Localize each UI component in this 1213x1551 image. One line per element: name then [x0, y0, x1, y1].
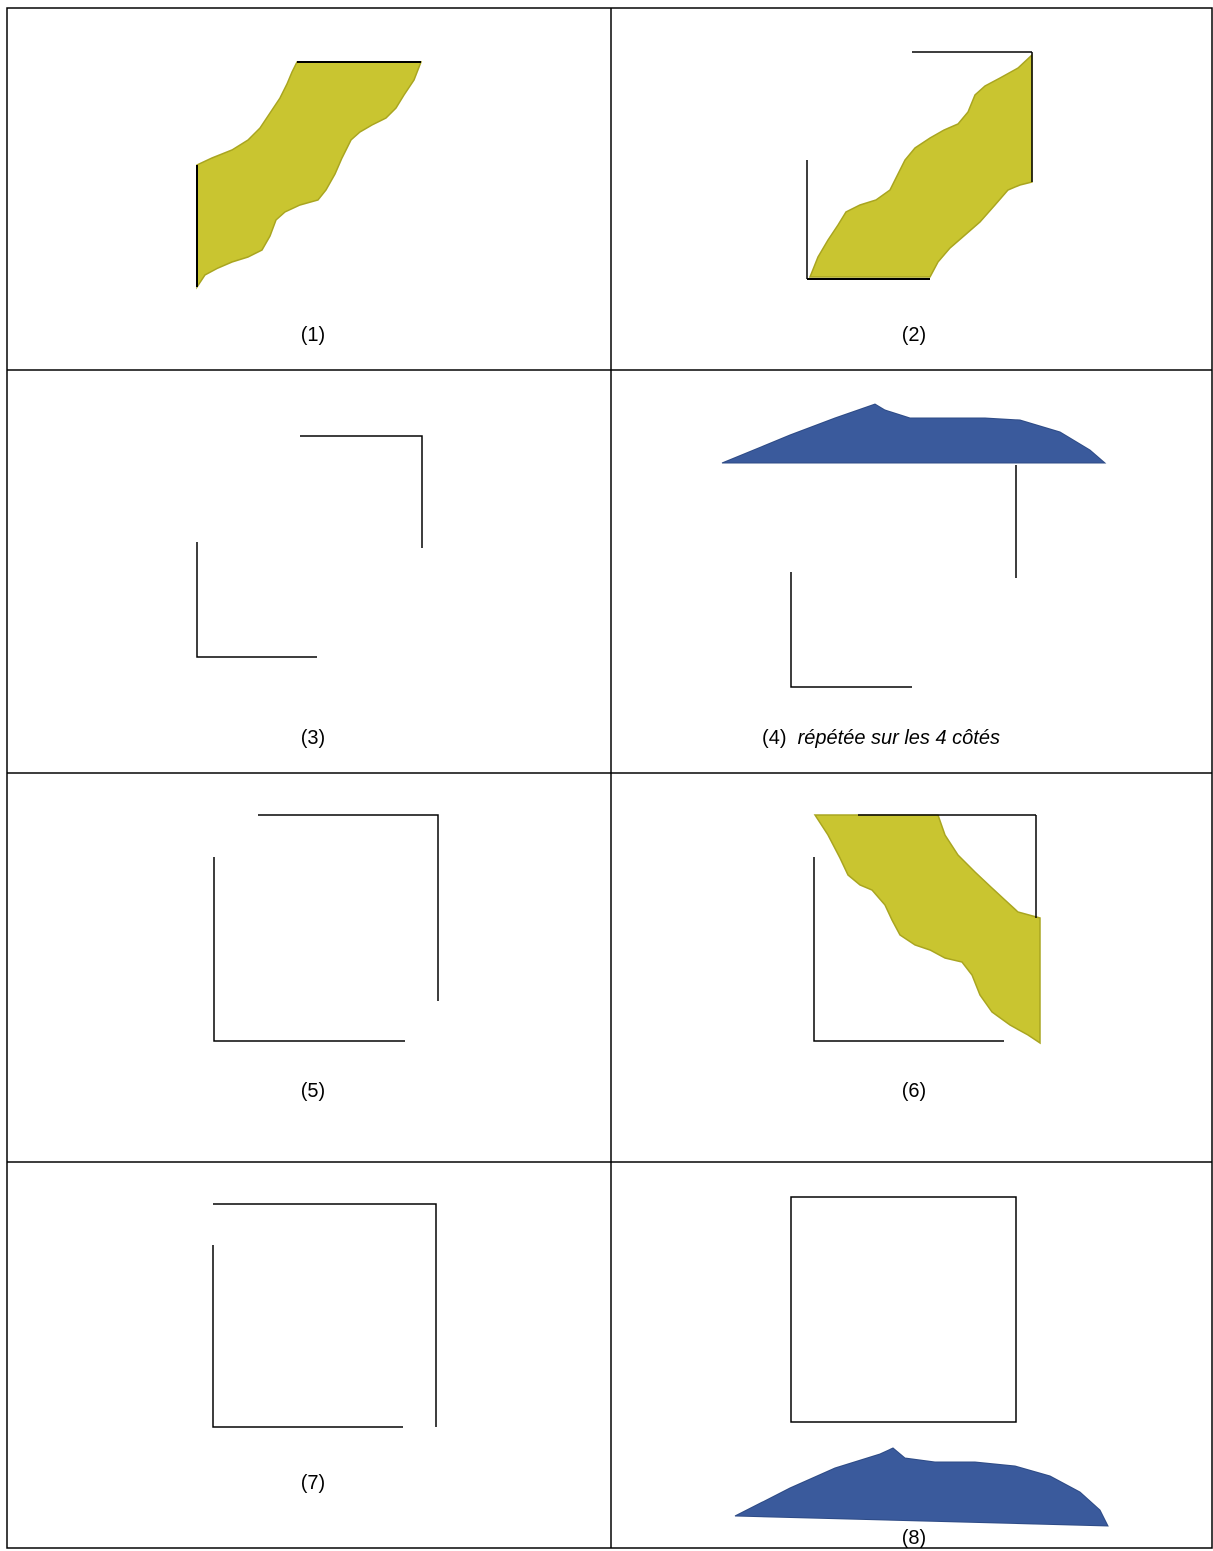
caption-6: (6)	[902, 1080, 926, 1103]
top-right-corner-lines	[213, 1204, 436, 1427]
caption-3: (3)	[301, 727, 325, 750]
cell-6-folding-step	[814, 815, 1040, 1043]
caption-7: (7)	[301, 1472, 325, 1495]
caption-4: (4) répétée sur les 4 côtés	[762, 727, 1000, 750]
caption-5: (5)	[301, 1080, 325, 1103]
top-right-corner-lines	[258, 815, 438, 1001]
bottom-left-corner-lines	[197, 542, 317, 657]
yellow-paper-strip	[197, 62, 421, 287]
caption-1: (1)	[301, 324, 325, 347]
cell-3-folding-step	[197, 436, 422, 657]
top-right-corner-lines	[300, 436, 422, 548]
caption-4-note: répétée sur les 4 côtés	[798, 727, 1000, 749]
cell-1-folding-step	[197, 62, 421, 287]
blue-paper-arc	[722, 404, 1105, 463]
caption-2: (2)	[902, 324, 926, 347]
blue-paper-arc	[735, 1448, 1108, 1526]
cell-8-folding-step	[735, 1197, 1108, 1526]
cell-4-folding-step	[722, 404, 1105, 687]
cell-2-folding-step	[807, 52, 1032, 279]
completed-square	[791, 1197, 1016, 1422]
caption-4-number: (4)	[762, 727, 786, 749]
cell-5-folding-step	[214, 815, 438, 1041]
table-grid-lines	[7, 8, 1212, 1548]
cell-7-folding-step	[213, 1204, 436, 1427]
yellow-paper-strip	[810, 55, 1032, 277]
yellow-paper-strip	[815, 815, 1040, 1043]
caption-8: (8)	[902, 1527, 926, 1550]
bottom-left-corner-lines	[214, 857, 405, 1041]
bottom-left-corner-lines	[213, 1245, 403, 1427]
